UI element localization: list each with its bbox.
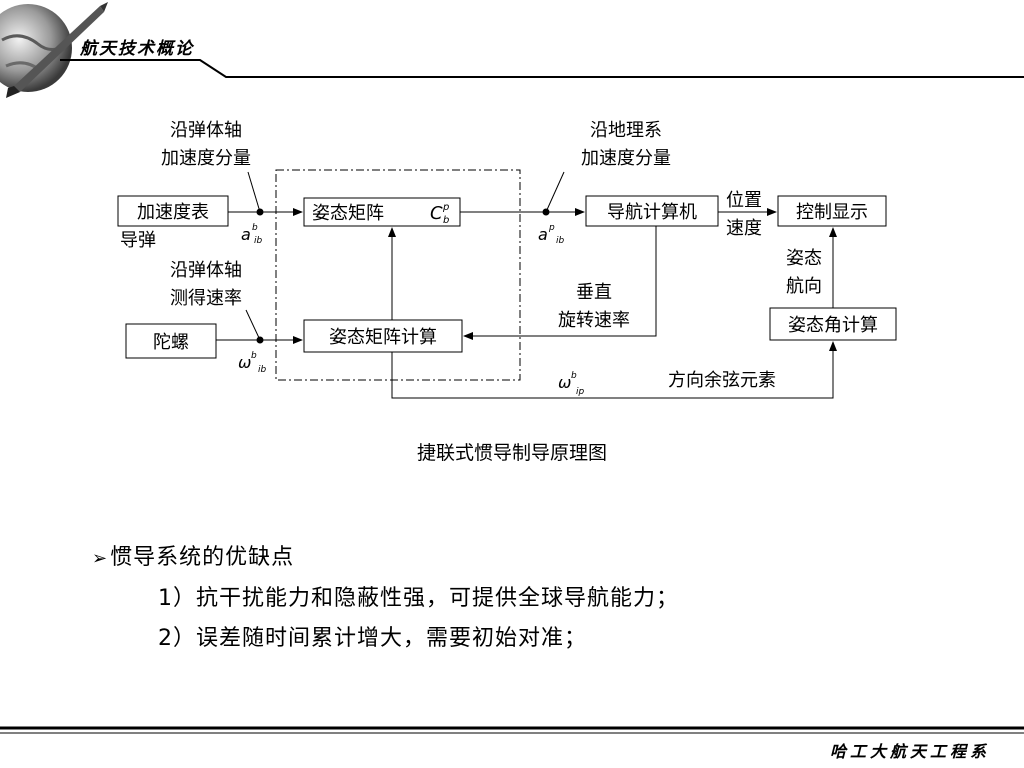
attitude-matrix-sub: b (443, 215, 449, 226)
nav-computer-label: 导航计算机 (607, 202, 697, 223)
junction-dot (542, 208, 550, 216)
svg-text:b: b (571, 371, 577, 381)
control-display-box: 控制显示 (777, 195, 887, 227)
label-geo-accel-2: 加速度分量 (581, 148, 671, 169)
label-attitude: 姿态 (786, 248, 822, 269)
label-missile: 导弹 (120, 230, 156, 251)
svg-text:b: b (252, 223, 258, 233)
matrix-calc-label: 姿态矩阵计算 (329, 327, 437, 348)
attitude-matrix-label: 姿态矩阵 (312, 203, 384, 224)
connector-lines (216, 171, 837, 399)
matrix-calc-box: 姿态矩阵计算 (303, 319, 463, 353)
svg-text:a: a (241, 225, 251, 244)
symbol-a-ib-b: a b ib (241, 223, 263, 246)
label-body-axis-rate-2: 测得速率 (170, 288, 242, 309)
symbol-omega-ib-b: ω b ib (238, 351, 267, 375)
attitude-angle-calc-label: 姿态角计算 (788, 315, 878, 336)
header-rule (60, 59, 1024, 78)
attitude-matrix-sup: p (442, 202, 449, 213)
footer-rule (0, 726, 1024, 734)
attitude-angle-calc-box: 姿态角计算 (769, 307, 897, 341)
label-vertical-rate-1: 垂直 (576, 282, 612, 303)
course-title: 航天技术概论 (80, 39, 194, 59)
diagram-caption: 捷联式惯导制导原理图 (416, 442, 607, 464)
list-item: 1）抗干扰能力和隐蔽性强，可提供全球导航能力； (158, 586, 679, 611)
bullet-heading-row: ➢惯导系统的优缺点 (92, 538, 679, 579)
rocket-icon (6, 2, 108, 98)
label-direction-cosine: 方向余弦元素 (668, 370, 776, 391)
accelerometer-label: 加速度表 (137, 202, 209, 223)
arrow-bullet-icon: ➢ (92, 548, 109, 569)
footer-institution: 哈工大航天工程系 (829, 742, 990, 761)
ins-block-diagram: 加速度表 姿态矩阵 C p b 导航计算机 控制显示 陀螺 姿态矩阵计算 姿态角… (117, 120, 897, 399)
label-position: 位置 (726, 190, 762, 211)
svg-text:ib: ib (254, 236, 263, 246)
gyro-box: 陀螺 (125, 323, 217, 359)
attitude-matrix-symbol: C (430, 203, 443, 224)
svg-text:ib: ib (258, 365, 267, 375)
svg-text:p: p (548, 223, 555, 233)
symbol-omega-ip-b: ω b ip (558, 371, 585, 397)
svg-text:a: a (538, 225, 548, 244)
advantages-list: ➢惯导系统的优缺点 1）抗干扰能力和隐蔽性强，可提供全球导航能力； 2）误差随时… (92, 538, 679, 659)
label-heading: 航向 (786, 276, 822, 297)
label-velocity: 速度 (726, 218, 762, 239)
label-body-axis-rate-1: 沿弹体轴 (170, 260, 242, 281)
label-body-axis-accel-1: 沿弹体轴 (170, 120, 242, 141)
gyro-label: 陀螺 (153, 332, 189, 353)
bullet-heading: 惯导系统的优缺点 (110, 545, 295, 570)
attitude-matrix-box: 姿态矩阵 C p b (303, 197, 461, 227)
list-item: 2）误差随时间累计增大，需要初始对准； (158, 626, 587, 651)
computer-boundary (275, 169, 521, 381)
svg-text:ω: ω (558, 373, 571, 392)
svg-text:ip: ip (576, 387, 585, 397)
label-geo-accel-1: 沿地理系 (590, 120, 662, 141)
control-display-label: 控制显示 (796, 202, 868, 223)
nav-computer-box: 导航计算机 (585, 195, 719, 227)
label-vertical-rate-2: 旋转速率 (558, 310, 630, 331)
label-body-axis-accel-2: 加速度分量 (161, 148, 251, 169)
symbol-a-ib-p: a p ib (538, 223, 565, 246)
junction-dot (256, 208, 264, 216)
globe-icon (0, 4, 72, 92)
accelerometer-box: 加速度表 (117, 195, 229, 227)
svg-text:ω: ω (238, 353, 251, 372)
svg-text:b: b (251, 351, 257, 361)
header-logo (0, 2, 108, 98)
svg-text:ib: ib (556, 236, 565, 246)
junction-dot (256, 336, 264, 344)
